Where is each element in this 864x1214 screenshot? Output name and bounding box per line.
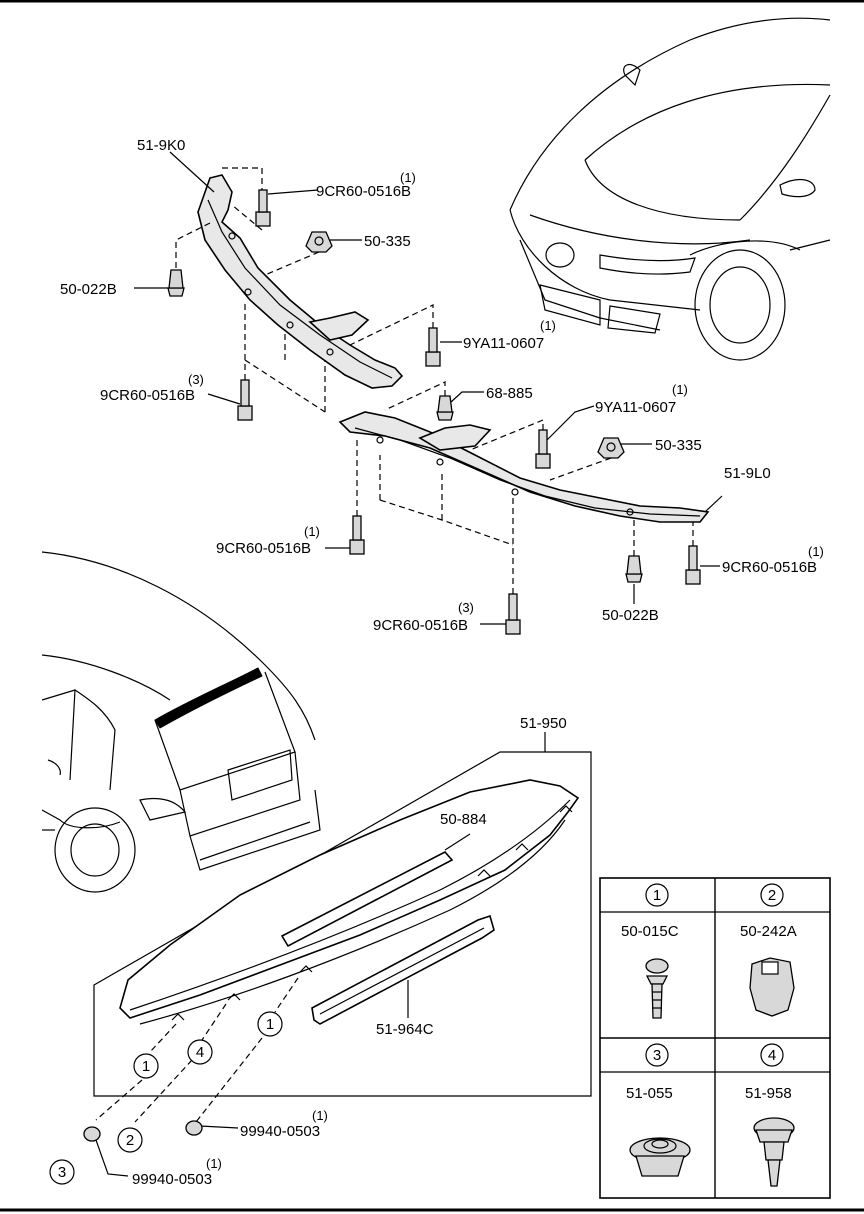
callout-circle: 1 [257,1011,283,1037]
spoiler-body [119,779,580,1025]
qty-bolt-mid: (1) [540,318,556,333]
legend-cell-1: 1 50-015C [621,883,679,1019]
qty-washer-a: (1) [312,1108,328,1123]
bolt-icon [425,327,441,367]
bolt-icon [349,515,365,555]
rear-car-illustration [41,551,321,893]
label-bolt-bottom-left: 9CR60-0516B [216,540,311,557]
label-clip-mid: 68-885 [486,385,533,402]
front-car-illustration [509,17,831,361]
label-nut-right: 50-335 [655,437,702,454]
legend-cell-2: 2 50-242A [740,883,797,1017]
seal-strip [280,851,454,948]
bolt-icon [685,545,701,585]
nut-icon [597,437,625,459]
legend-number: 4 [768,1047,776,1064]
callout-number: 1 [266,1016,274,1033]
garnish-strip [311,914,495,1025]
label-nut-top: 50-335 [364,233,411,250]
nut-icon [305,231,333,253]
spoiler-leaders [95,833,471,1177]
fastener-legend-table: 1 50-015C 2 50-242A 3 51-055 [599,877,831,1199]
label-clip-left: 50-022B [60,281,117,298]
label-garnish: 51-964C [376,1021,434,1038]
callout-circle: 1 [133,1053,159,1079]
clip-icon [625,555,643,583]
spoiler-clip-marks [171,805,573,1021]
label-bracket-left: 51-9K0 [137,137,185,154]
bolt-icon [535,429,551,469]
legend-part: 50-015C [621,923,679,940]
front-leaders [134,151,723,625]
spoiler-frame [93,732,592,1097]
push-pin-icon [645,958,669,1019]
washer-icon [185,1120,203,1136]
front-fasteners [167,189,701,635]
qty-bolt-top: (1) [400,170,416,185]
callout-number: 3 [58,1164,66,1181]
washer-icon [83,1126,101,1142]
label-clip-right: 50-022B [602,607,659,624]
callout-number: 4 [196,1044,204,1061]
label-seal: 50-884 [440,811,487,828]
clip-icon [167,269,185,297]
label-bolt-mid2: 9YA11-0607 [595,399,676,416]
qty-washer-b: (1) [206,1156,222,1171]
label-bracket-right: 51-9L0 [724,465,771,482]
bolt-icon [237,379,253,421]
legend-cell-4: 4 51-958 [745,1043,795,1187]
callout-number: 2 [126,1132,134,1149]
callout-circle: 3 [49,1159,75,1185]
legend-part: 51-055 [626,1085,673,1102]
qty-bolt-left-low: (3) [188,372,204,387]
label-bolt-left-low: 9CR60-0516B [100,387,195,404]
front-bracket-left [197,174,404,389]
callout-number: 1 [142,1058,150,1075]
label-washer-b: 99940-0503 [132,1171,212,1188]
qty-bolt-bottom: (3) [458,600,474,615]
legend-number: 1 [653,887,661,904]
qty-bolt-right: (1) [808,544,824,559]
qty-bolt-mid2: (1) [672,382,688,397]
front-dashed-lines [175,167,694,594]
callout-circle: 4 [187,1039,213,1065]
label-washer-a: 99940-0503 [240,1123,320,1140]
label-bolt-bottom: 9CR60-0516B [373,617,468,634]
clip-nut-icon [749,957,795,1017]
legend-part: 51-958 [745,1085,792,1102]
legend-part: 50-242A [740,923,797,940]
legend-cell-3: 3 51-055 [626,1043,691,1177]
clip-icon [436,395,454,421]
label-spoiler: 51-950 [520,715,567,732]
qty-bolt-bottom-left: (1) [304,524,320,539]
callout-circle: 2 [117,1127,143,1153]
grommet-icon [629,1137,691,1177]
legend-number: 2 [768,887,776,904]
label-bolt-right: 9CR60-0516B [722,559,817,576]
bolt-icon [505,593,521,635]
bolt-icon [255,189,271,227]
front-bracket-right [338,411,710,523]
rivet-clip-icon [753,1117,795,1187]
label-bolt-top: 9CR60-0516B [316,183,411,200]
legend-number: 3 [653,1047,661,1064]
label-bolt-mid: 9YA11-0607 [463,335,544,352]
